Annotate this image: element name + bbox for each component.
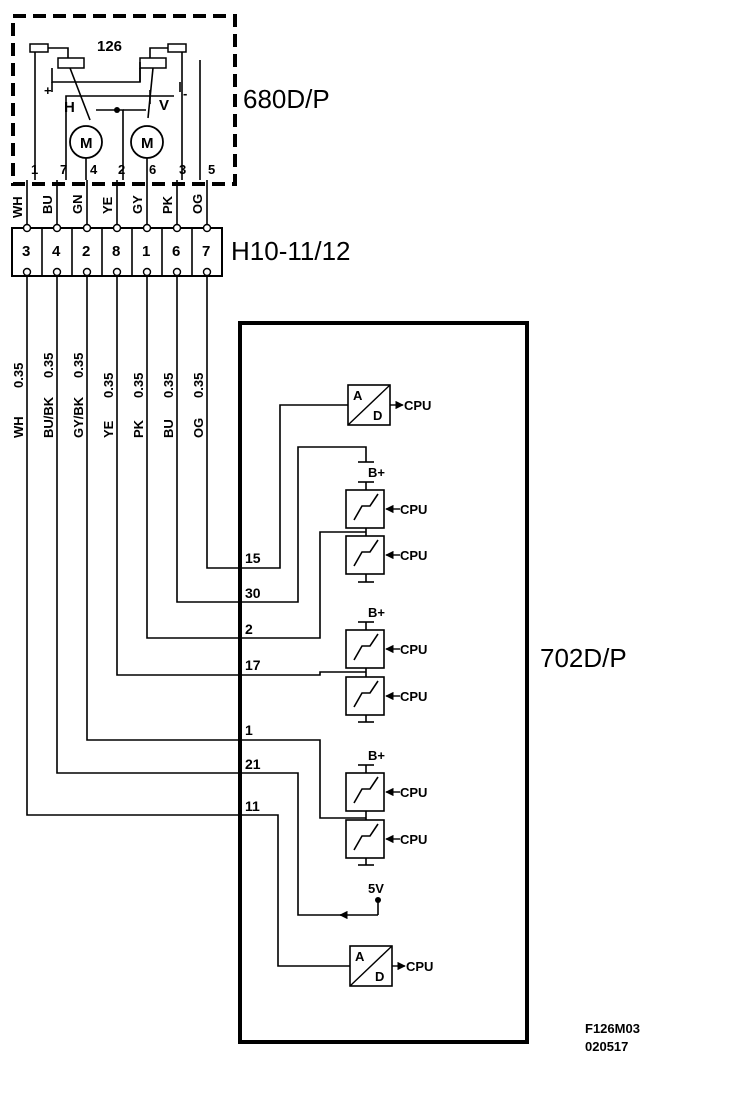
module-pin: 17 [245,657,261,673]
supply-b-plus: B+ [368,748,385,763]
potentiometer-h-icon [29,43,91,180]
motor-unit: 126 680D/P + - H V [11,14,330,186]
cpu-label: CPU [404,398,431,413]
module-pin: 2 [245,621,253,637]
motor-to-connector-wires: WH BU GN YE GY PK OG [10,180,208,228]
cpu-label: CPU [400,689,427,704]
svg-text:BU/BK: BU/BK [41,396,56,438]
motor-pin: 7 [60,162,67,177]
svg-text:WH: WH [11,416,26,438]
cpu-label: CPU [406,959,433,974]
control-module-enclosure [238,321,529,1044]
adc-a-label: A [353,388,363,403]
connector-pin: 3 [22,243,30,260]
svg-text:0.35: 0.35 [191,373,206,398]
connector-pin: 8 [112,243,120,260]
connector-pin: 4 [52,243,61,260]
control-module: 702D/P 15 30 2 17 1 21 11 A D CPU B+ [238,321,627,1044]
connector-label: H10-11/12 [231,236,351,266]
svg-text:GY/BK: GY/BK [71,396,86,438]
control-module-label: 702D/P [540,643,627,673]
motor-driver-pair-icon: B+ CPU CPU [345,465,427,583]
motor-pin: 1 [31,162,38,177]
motor-pin: 6 [149,162,156,177]
motor-pin: 3 [179,162,186,177]
figure-date: 020517 [585,1039,628,1054]
cpu-label: CPU [400,832,427,847]
connector-pin: 1 [142,243,150,260]
motor-pin: 2 [118,162,125,177]
svg-text:0.35: 0.35 [161,373,176,398]
motor-wire-color: GN [70,195,85,215]
motor-unit-label: 680D/P [243,84,330,114]
motor-h-label: M [80,135,93,152]
component-number: 126 [97,38,122,55]
reference-voltage-label: 5V [368,881,384,896]
v-label: V [159,97,169,114]
harness-label-pk: PK 0.35 [131,373,146,438]
motor-wire-color: WH [10,196,25,218]
svg-text:BU: BU [161,419,176,438]
harness-label-bu: BU 0.35 [161,373,176,438]
adc-d-label: D [373,408,382,423]
motor-h-icon: M [69,125,103,180]
motor-v-icon: M [130,125,164,180]
module-pin: 30 [245,585,261,601]
supply-b-plus: B+ [368,465,385,480]
adc-d-label: D [375,969,384,984]
svg-text:PK: PK [131,419,146,438]
cpu-label: CPU [400,642,427,657]
cpu-label: CPU [400,785,427,800]
harness-label-wh: WH 0.35 [11,363,26,438]
motor-wire-color: BU [40,195,55,214]
connector-pin: 2 [82,243,90,260]
harness-label-og: OG 0.35 [191,373,206,438]
svg-text:0.35: 0.35 [41,353,56,378]
harness-label-gy-bk: GY/BK 0.35 [71,353,86,438]
connector-pin: 7 [202,243,210,260]
motor-wire-color: OG [190,194,205,214]
adc-converter-icon: A D CPU [347,384,431,426]
adc-a-label: A [355,949,365,964]
connector: 3 4 2 8 1 6 7 H10-11/12 [11,223,351,277]
reference-voltage: 5V [339,881,384,920]
harness-wires: WH 0.35 BU/BK 0.35 GY/BK 0.35 YE 0.35 PK… [11,276,240,816]
cpu-label: CPU [400,548,427,563]
module-pin: 21 [245,756,261,772]
module-pin: 1 [245,722,253,738]
svg-text:0.35: 0.35 [11,363,26,388]
motor-unit-enclosure [11,14,237,186]
minus-sign: - [183,86,187,101]
svg-text:YE: YE [101,420,116,438]
adc-converter-icon: A D CPU [349,945,433,987]
harness-label-bu-bk: BU/BK 0.35 [41,353,56,438]
motor-wire-color: YE [100,196,115,214]
svg-text:OG: OG [191,418,206,438]
module-pin: 15 [245,550,261,566]
motor-wire-color: PK [160,195,175,214]
svg-text:0.35: 0.35 [71,353,86,378]
plus-sign: + [44,83,52,98]
h-label: H [64,99,75,116]
figure-code: F126M03 [585,1021,640,1036]
cpu-label: CPU [400,502,427,517]
motor-wire-color: GY [130,195,145,214]
motor-pin: 5 [208,162,215,177]
svg-text:0.35: 0.35 [101,373,116,398]
harness-label-ye: YE 0.35 [101,373,116,438]
module-pin: 11 [245,798,260,814]
motor-driver-pair-icon: B+ CPU CPU [345,605,427,723]
connector-pin: 6 [172,243,180,260]
motor-v-label: M [141,135,154,152]
motor-pin: 4 [90,162,98,177]
motor-driver-pair-icon: B+ CPU CPU [345,748,427,866]
svg-text:0.35: 0.35 [131,373,146,398]
supply-b-plus: B+ [368,605,385,620]
